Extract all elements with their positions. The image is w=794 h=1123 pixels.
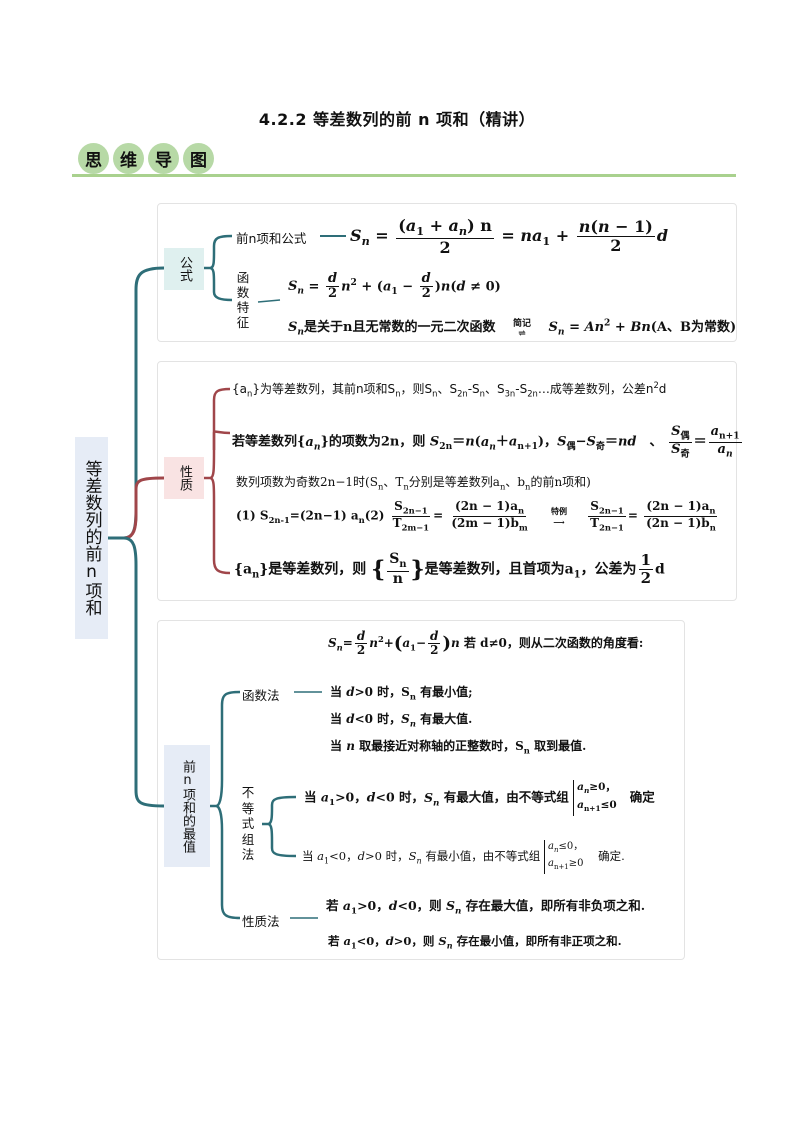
p5-tail: 是等差数列，且首项为a [424, 561, 574, 578]
badge-tu: 图 [183, 143, 214, 174]
f2-tail: 有最大值. [420, 712, 473, 726]
badge-wei: 维 [113, 143, 144, 174]
i2-tail: 有最小值，由不等式组 [425, 849, 541, 863]
p5-end: ，公差为 [580, 561, 637, 578]
tag-max: 前n项和的最值 [164, 745, 210, 867]
panel-property [157, 361, 737, 601]
max-f1: 当 d>0 时，Sn 有最小值; [330, 685, 473, 702]
ineq-method-label: 不等式组法 [241, 785, 255, 862]
max-i2: 当 a1<0，d>0 时，Sn 有最小值，由不等式组 an≤0，an+1≥0 确… [302, 840, 625, 874]
p3-text: 数列项数为奇数2n−1时(S [236, 475, 378, 489]
page-title: 4.2.2 等差数列的前 n 项和（精讲） [258, 110, 536, 129]
max-f3: 当 n 取最接近对称轴的正整数时，Sn 取到最值. [330, 739, 587, 756]
tag-max-label: 前n项和的最值 [180, 759, 195, 853]
max-f2: 当 d<0 时，Sn 有最大值. [330, 712, 473, 729]
max-i1: 当 a1>0，d<0 时，Sn 有最大值，由不等式组 an≥0，an+1≤0 确… [304, 780, 655, 817]
panel-formula [157, 203, 737, 342]
short-label: 简记 [512, 319, 531, 329]
p3-end: 的前n项和) [530, 475, 591, 489]
prop-method-label: 性质法 [242, 914, 280, 929]
f3-text: 取最接近对称轴的正整数时，S [359, 739, 524, 753]
i1-end: 确定 [629, 789, 655, 805]
func-line2-tail: (A、B为常数) [650, 320, 737, 335]
tag-formula: 公式 [164, 248, 204, 290]
func-line2-text: 是关于n且无常数的一元二次函数 [304, 320, 496, 335]
i1-tail: 有最大值，由不等式组 [443, 789, 569, 805]
badge-dao: 导 [148, 143, 179, 174]
panel-max [157, 620, 685, 960]
p4-head: (1) S [236, 508, 269, 523]
property-1: {an}为等差数列，其前n项和Sn，则Sn、S2n-Sn、S3n-S2n…成等差… [232, 380, 667, 399]
root-label: 等差数列的前n项和 [81, 460, 102, 616]
f3-tail: 取到最值. [534, 739, 587, 753]
mindmap-badges: 思 维 导 图 [78, 143, 214, 174]
func-feature-line2: Sn是关于n且无常数的一元二次函数 简记⇌ Sn = An2 + Bn(A、B为… [288, 317, 737, 339]
badge-si: 思 [78, 143, 109, 174]
max-q2: 若 a1<0，d>0，则 Sn 存在最小值，即所有非正项之和. [328, 934, 622, 951]
p4-arrow-label: 特例 [550, 505, 567, 516]
sum-formula-label: 前n项和公式 [236, 231, 307, 246]
p5-mid: 是等差数列，则 [268, 561, 367, 578]
f1-text: 时，S [377, 685, 410, 699]
tag-formula-label: 公式 [177, 256, 192, 282]
property-2: 若等差数列{an}的项数为2n，则 S2n＝n(an＋an+1)，S偶−S奇＝n… [232, 424, 742, 460]
p1-text: 为等差数列，其前n项和S [259, 382, 396, 396]
i2-end: 确定. [598, 849, 625, 863]
p1-tail: 成等差数列，公差n [549, 382, 654, 396]
f0-tail: 若 d≠0，则从二次函数的角度看: [463, 636, 644, 651]
q1-text: 存在最大值，即所有非负项之和. [465, 898, 646, 913]
p2-head: 若等差数列 [232, 434, 298, 450]
tag-property: 性质 [164, 457, 204, 499]
max-q1: 若 a1>0，d<0，则 Sn 存在最大值，即所有非负项之和. [326, 898, 646, 917]
func-method-label: 函数法 [242, 688, 280, 703]
property-3: 数列项数为奇数2n−1时(Sn、Tn分别是等差数列an、bn的前n项和) [236, 475, 591, 492]
p3-tail: 分别是等差数列a [408, 475, 500, 489]
header-divider [72, 174, 736, 177]
root-node: 等差数列的前n项和 [75, 437, 108, 639]
q2-text: 存在最小值，即所有非正项之和. [456, 934, 622, 948]
func-feature-label: 函数特征 [236, 270, 250, 330]
f1-tail: 有最小值; [420, 685, 473, 699]
p2-mid: 的项数为2n，则 [328, 434, 426, 450]
tag-property-label: 性质 [177, 465, 192, 491]
